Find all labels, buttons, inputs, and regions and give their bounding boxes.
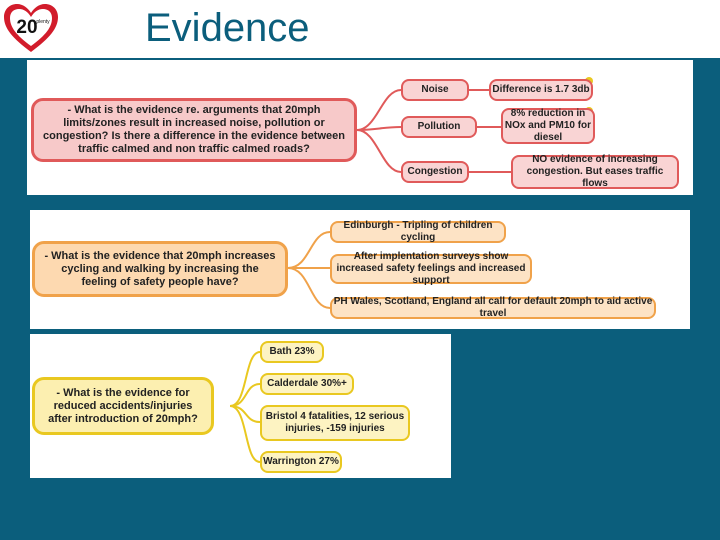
branch-congestion: Congestion	[401, 161, 469, 183]
panel2-connectors	[287, 231, 331, 309]
detail-noise: Difference is 1.7 3db	[489, 79, 593, 101]
item-surveys: After implentation surveys show increase…	[330, 251, 532, 286]
item-bath: Bath 23%	[260, 341, 324, 363]
item-calderdale: Calderdale 30%+	[260, 373, 354, 395]
question-node: - What is the evidence that 20mph increa…	[32, 241, 288, 297]
question-node: - What is the evidence re. arguments tha…	[31, 98, 357, 162]
logo-small-text: plenty	[36, 19, 50, 25]
title-bar: 20 plenty Evidence	[0, 0, 720, 58]
detail-pollution: 8% reduction in NOx and PM10 for diesel	[501, 108, 595, 144]
question-node: - What is the evidence for reduced accid…	[32, 377, 214, 435]
heart-logo-icon: 20 plenty	[4, 4, 58, 52]
item-public-health: PH Wales, Scotland, England all call for…	[330, 296, 656, 319]
item-bristol: Bristol 4 fatalities, 12 serious injurie…	[260, 405, 410, 441]
branch-noise: Noise	[401, 79, 469, 101]
mindmap-panel-accidents: - What is the evidence for reduced accid…	[30, 334, 451, 478]
item-edinburgh: Edinburgh - Tripling of children cycling	[330, 220, 506, 243]
item-warrington: Warrington 27%	[260, 451, 342, 473]
panel1-connectors	[356, 77, 593, 173]
panel3-connectors	[229, 351, 261, 463]
mindmap-panel-cycling-walking: - What is the evidence that 20mph increa…	[30, 210, 690, 329]
logo-number: 20	[16, 17, 37, 38]
page-title: Evidence	[145, 6, 310, 50]
branch-pollution: Pollution	[401, 116, 477, 138]
mindmap-panel-noise-pollution: - What is the evidence re. arguments tha…	[27, 60, 693, 195]
detail-congestion: NO evidence of increasing congestion. Bu…	[511, 154, 679, 189]
